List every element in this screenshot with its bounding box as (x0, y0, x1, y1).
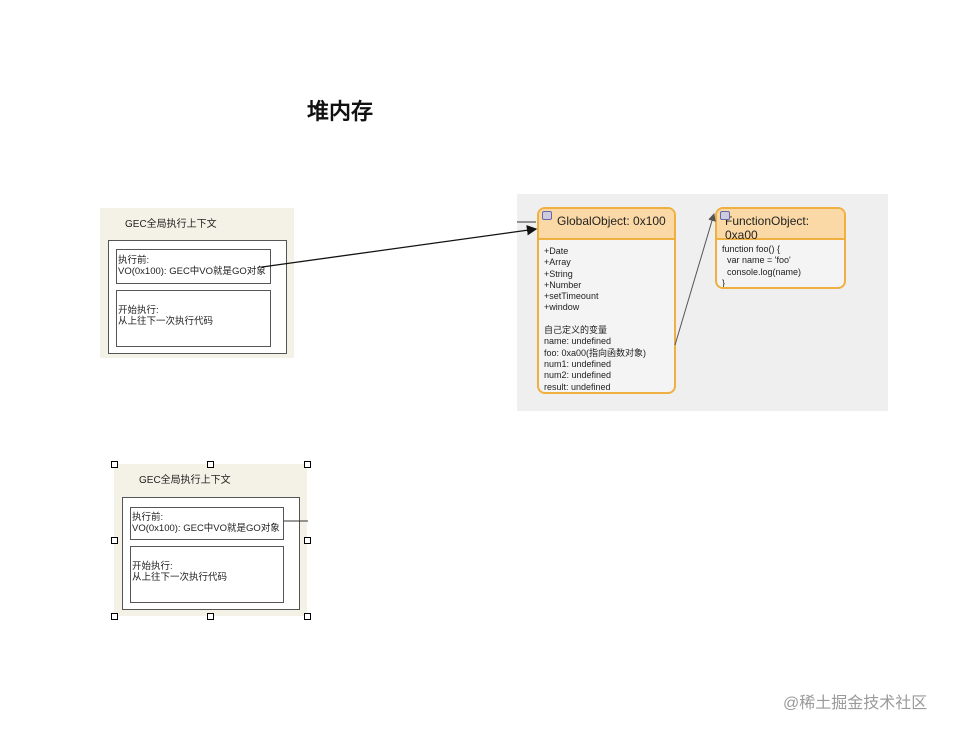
global-object: GlobalObject: 0x100 +Date +Array +String… (537, 207, 676, 394)
resize-handle[interactable] (207, 613, 214, 620)
gec-header: GEC全局执行上下文 (139, 475, 231, 486)
resize-handle[interactable] (111, 613, 118, 620)
gec-after-box: 开始执行: 从上往下一次执行代码 (116, 290, 271, 347)
gec-header: GEC全局执行上下文 (125, 219, 217, 230)
resize-handle[interactable] (111, 537, 118, 544)
resize-handle[interactable] (304, 613, 311, 620)
vo-to-go-arrow (261, 225, 538, 268)
resize-handle[interactable] (304, 461, 311, 468)
collapse-icon (542, 211, 552, 220)
watermark: @稀土掘金技术社区 (783, 695, 928, 712)
collapse-icon (720, 211, 730, 220)
function-object-header: FunctionObject: 0xa00 (725, 214, 810, 242)
resize-handle[interactable] (111, 461, 118, 468)
page-title: 堆内存 (307, 99, 374, 124)
function-object: FunctionObject: 0xa00 function foo() { v… (715, 207, 846, 289)
gec-after-box: 开始执行: 从上往下一次执行代码 (130, 546, 284, 603)
resize-handle[interactable] (304, 537, 311, 544)
global-object-body: +Date +Array +String +Number +setTimeoun… (544, 246, 647, 392)
function-object-body: function foo() { var name = 'foo' consol… (722, 244, 802, 288)
gec-diagram-selected[interactable]: GEC全局执行上下文 执行前: VO(0x100): GEC中VO就是GO对象 … (114, 464, 307, 616)
foo-to-function-arrow (674, 213, 716, 346)
resize-handle[interactable] (207, 461, 214, 468)
gec-diagram: GEC全局执行上下文 执行前: VO(0x100): GEC中VO就是GO对象 … (100, 208, 294, 358)
global-object-header: GlobalObject: 0x100 (557, 214, 666, 228)
gec-before-box: 执行前: VO(0x100): GEC中VO就是GO对象 (116, 249, 271, 284)
gec-before-box: 执行前: VO(0x100): GEC中VO就是GO对象 (130, 507, 284, 540)
